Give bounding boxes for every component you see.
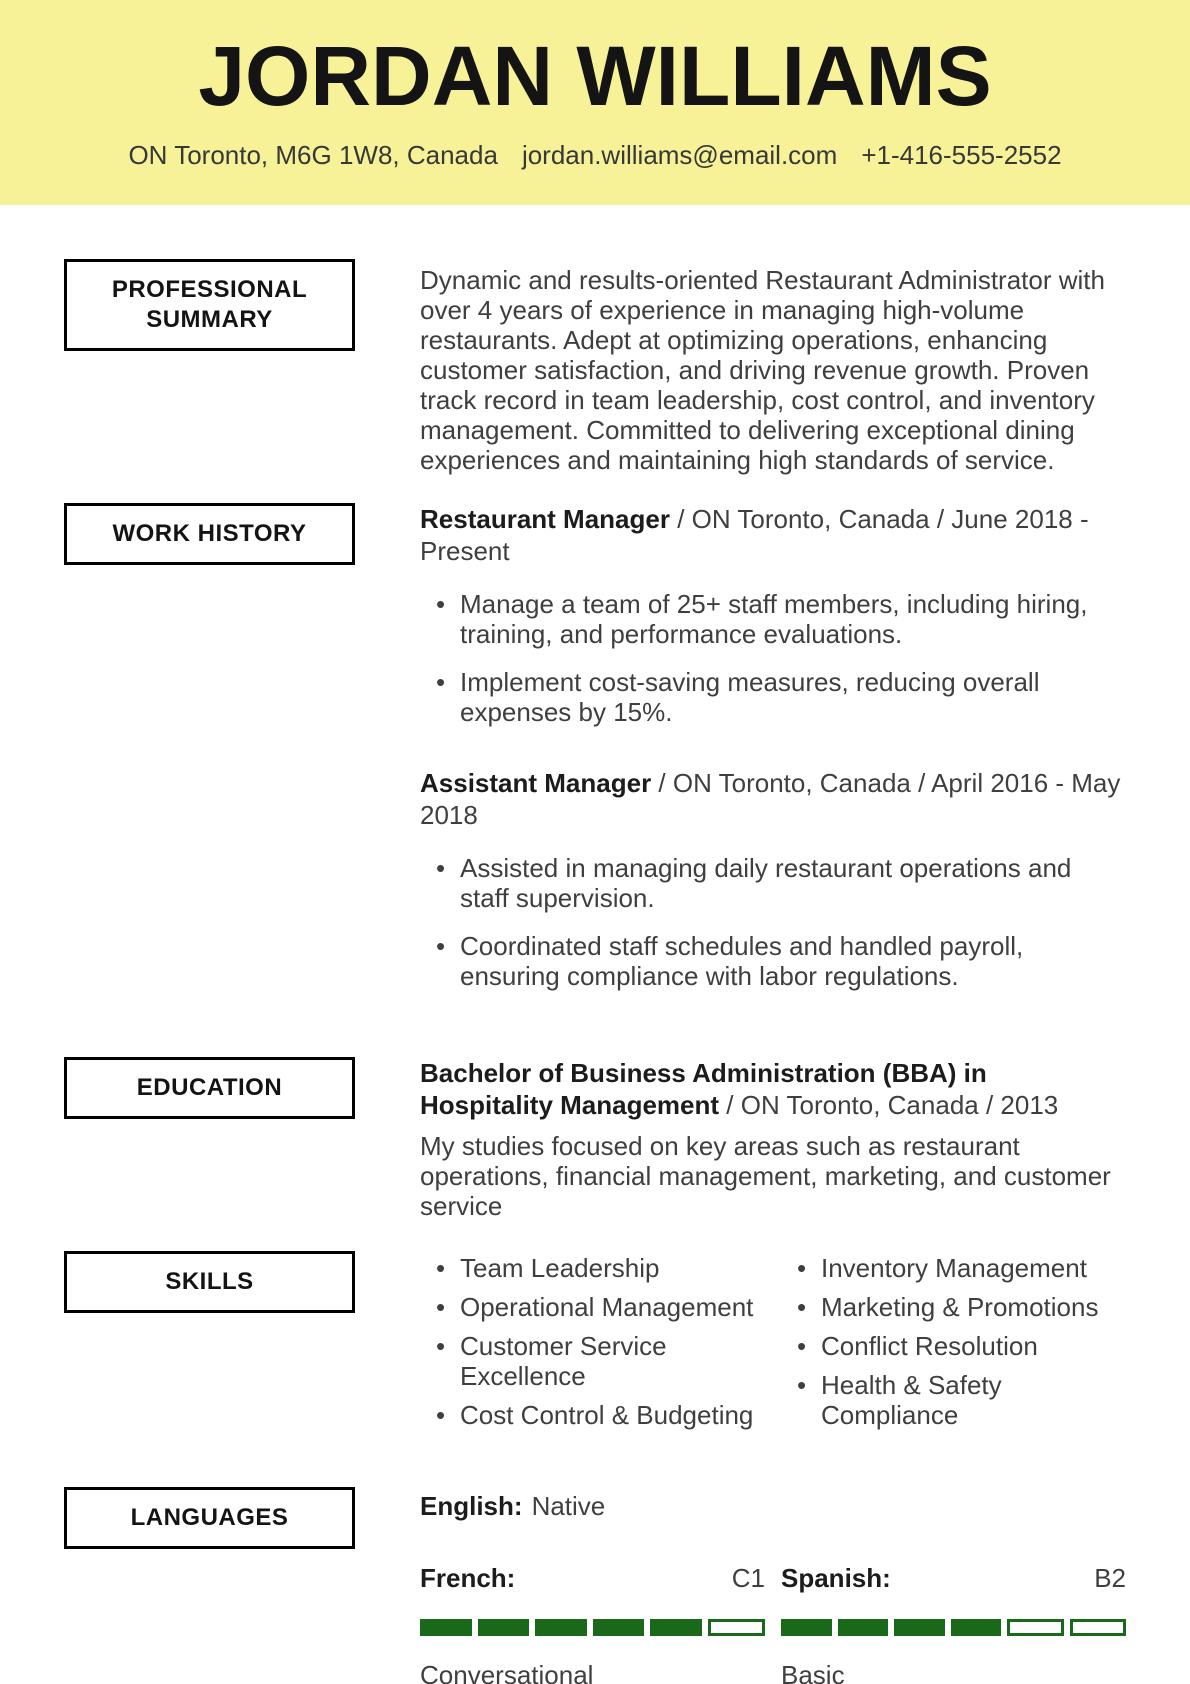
skill-item: Cost Control & Budgeting xyxy=(420,1400,765,1430)
summary-label-box: PROFESSIONAL SUMMARY xyxy=(64,259,355,351)
bar-segment-filled xyxy=(894,1619,945,1636)
job-bullet-list: Assisted in managing daily restaurant op… xyxy=(420,853,1126,991)
job-bullet: Manage a team of 25+ staff members, incl… xyxy=(420,589,1126,649)
summary-label: PROFESSIONAL SUMMARY xyxy=(111,276,308,333)
language-french: French: C1 Conversational xyxy=(420,1563,765,1684)
language-french-proficiency: Conversational xyxy=(420,1660,594,1684)
skills-content: Team LeadershipOperational ManagementCus… xyxy=(420,1251,1126,1439)
skill-item: Customer Service Excellence xyxy=(420,1331,765,1391)
language-spanish-label: Spanish: xyxy=(781,1563,891,1593)
language-english-label: English: xyxy=(420,1491,523,1521)
skill-item: Operational Management xyxy=(420,1292,765,1322)
language-columns: French: C1 Conversational Spanish: B2 Ba… xyxy=(420,1563,1126,1684)
language-english: English: Native xyxy=(420,1491,1126,1521)
bar-segment-filled xyxy=(950,1619,1001,1636)
resume-header: JORDAN WILLIAMS ON Toronto, M6G 1W8, Can… xyxy=(0,0,1190,205)
skill-item: Inventory Management xyxy=(781,1253,1126,1283)
section-work-history: WORK HISTORY Restaurant Manager / ON Tor… xyxy=(64,503,1126,1009)
education-label-box: EDUCATION xyxy=(64,1057,355,1119)
bar-segment-filled xyxy=(535,1619,587,1636)
language-spanish-proficiency: Basic xyxy=(781,1660,845,1684)
work-label: WORK HISTORY xyxy=(112,520,307,547)
education-meta: / ON Toronto, Canada / 2013 xyxy=(719,1090,1059,1120)
language-french-header: French: C1 xyxy=(420,1563,765,1593)
language-spanish-proficiency-bar xyxy=(781,1619,1126,1636)
skill-item: Conflict Resolution xyxy=(781,1331,1126,1361)
work-label-box: WORK HISTORY xyxy=(64,503,355,565)
education-content: Bachelor of Business Administration (BBA… xyxy=(420,1057,1126,1221)
summary-label-column: PROFESSIONAL SUMMARY xyxy=(64,259,355,351)
languages-label-column: LANGUAGES xyxy=(64,1487,355,1549)
bar-segment-filled xyxy=(650,1619,702,1636)
education-label: EDUCATION xyxy=(136,1074,283,1101)
job-meta: / ON Toronto, Canada / June 2018 - Prese… xyxy=(420,504,1089,566)
degree-title: Bachelor of Business Administration (BBA… xyxy=(420,1058,987,1120)
skills-list-left: Team LeadershipOperational ManagementCus… xyxy=(420,1253,765,1439)
contact-email: jordan.williams@email.com xyxy=(521,140,838,170)
skills-label-box: SKILLS xyxy=(64,1251,355,1313)
job-bullet: Implement cost-saving measures, reducing… xyxy=(420,667,1126,727)
job-entry-assistant-manager: Assistant Manager / ON Toronto, Canada /… xyxy=(420,767,1126,991)
skill-item: Marketing & Promotions xyxy=(781,1292,1126,1322)
bar-segment-empty xyxy=(707,1619,765,1636)
education-label-column: EDUCATION xyxy=(64,1057,355,1119)
language-french-level: C1 xyxy=(731,1563,765,1593)
bar-segment-filled xyxy=(837,1619,888,1636)
skills-list-right: Inventory ManagementMarketing & Promotio… xyxy=(781,1253,1126,1439)
bar-segment-filled xyxy=(781,1619,832,1636)
contact-location: ON Toronto, M6G 1W8, Canada xyxy=(128,140,498,170)
bar-segment-filled xyxy=(420,1619,472,1636)
job-meta: / ON Toronto, Canada / April 2016 - May … xyxy=(420,768,1121,830)
bar-segment-empty xyxy=(1069,1619,1126,1636)
education-heading: Bachelor of Business Administration (BBA… xyxy=(420,1057,1126,1121)
job-bullet-list: Manage a team of 25+ staff members, incl… xyxy=(420,589,1126,727)
contact-phone: +1-416-555-2552 xyxy=(861,140,1062,170)
language-spanish-header: Spanish: B2 xyxy=(781,1563,1126,1593)
summary-content: Dynamic and results-oriented Restaurant … xyxy=(420,259,1126,475)
summary-text: Dynamic and results-oriented Restaurant … xyxy=(420,265,1105,475)
bar-segment-empty xyxy=(1007,1619,1064,1636)
job-heading: Assistant Manager / ON Toronto, Canada /… xyxy=(420,767,1126,831)
language-french-label: French: xyxy=(420,1563,516,1593)
job-title: Restaurant Manager xyxy=(420,504,670,534)
bar-segment-filled xyxy=(592,1619,644,1636)
skills-label-column: SKILLS xyxy=(64,1251,355,1313)
language-spanish-level: B2 xyxy=(1094,1563,1126,1593)
section-education: EDUCATION Bachelor of Business Administr… xyxy=(64,1057,1126,1221)
job-bullet: Coordinated staff schedules and handled … xyxy=(420,931,1126,991)
job-heading: Restaurant Manager / ON Toronto, Canada … xyxy=(420,503,1126,567)
languages-label-box: LANGUAGES xyxy=(64,1487,355,1549)
language-french-proficiency-bar xyxy=(420,1619,765,1636)
skill-item: Team Leadership xyxy=(420,1253,765,1283)
job-title: Assistant Manager xyxy=(420,768,652,798)
skills-columns: Team LeadershipOperational ManagementCus… xyxy=(420,1251,1126,1439)
work-label-column: WORK HISTORY xyxy=(64,503,355,565)
job-bullet: Assisted in managing daily restaurant op… xyxy=(420,853,1126,913)
section-skills: SKILLS Team LeadershipOperational Manage… xyxy=(64,1251,1126,1439)
language-spanish: Spanish: B2 Basic xyxy=(781,1563,1126,1684)
resume-body: PROFESSIONAL SUMMARY Dynamic and results… xyxy=(0,259,1190,1684)
skill-item: Health & Safety Compliance xyxy=(781,1370,1126,1430)
languages-content: English: Native French: C1 Conversational… xyxy=(420,1487,1126,1684)
contact-info: ON Toronto, M6G 1W8, Canada jordan.willi… xyxy=(0,140,1190,171)
candidate-name: JORDAN WILLIAMS xyxy=(198,29,992,123)
job-entry-restaurant-manager: Restaurant Manager / ON Toronto, Canada … xyxy=(420,503,1126,727)
languages-label: LANGUAGES xyxy=(130,1504,289,1531)
section-languages: LANGUAGES English: Native French: C1 Conv… xyxy=(64,1487,1126,1684)
section-professional-summary: PROFESSIONAL SUMMARY Dynamic and results… xyxy=(64,259,1126,475)
bar-segment-filled xyxy=(477,1619,529,1636)
education-description: My studies focused on key areas such as … xyxy=(420,1131,1111,1221)
language-english-value: Native xyxy=(531,1491,606,1521)
work-content: Restaurant Manager / ON Toronto, Canada … xyxy=(420,503,1126,1009)
skills-label: SKILLS xyxy=(165,1268,254,1295)
